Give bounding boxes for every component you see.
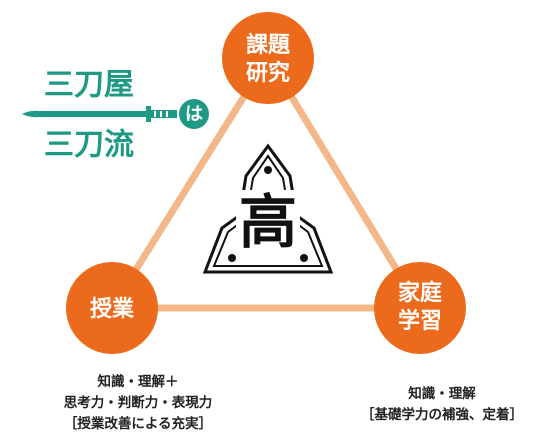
node-home-study: 家庭 学習	[374, 262, 466, 354]
caption-home-study-line1: 知識・理解	[408, 386, 476, 402]
caption-home-study: 知識・理解 ［基礎学力の補強、定着］	[332, 384, 537, 426]
caption-class: 知識・理解＋ 思考力・判断力・表現力 ［授業改善による充実］	[28, 372, 248, 435]
node-research-line2: 研究	[246, 60, 290, 86]
triangle-connector	[108, 54, 424, 312]
node-research: 課題 研究	[222, 12, 314, 104]
caption-class-line3: ［授業改善による充実］	[63, 416, 213, 432]
motto-banner: 三刀屋 三刀流 は	[22, 68, 209, 163]
node-class: 授業	[66, 262, 158, 354]
particle-label: は	[185, 104, 203, 125]
caption-class-line1: 知識・理解＋	[97, 374, 179, 390]
katana-icon	[22, 106, 177, 122]
banner-line1: 三刀屋	[44, 68, 134, 103]
school-emblem: 高	[202, 143, 334, 274]
emblem-glyph: 高	[239, 188, 297, 256]
particle-badge	[179, 99, 209, 129]
caption-class-line2: 思考力・判断力・表現力	[63, 395, 213, 411]
node-class-label: 授業	[90, 297, 135, 322]
node-research-line1: 課題	[246, 32, 291, 58]
node-home-study-line2: 学習	[398, 308, 442, 334]
caption-home-study-line2: ［基礎学力の補強、定着］	[361, 407, 523, 423]
node-home-study-line1: 家庭	[398, 280, 442, 306]
banner-line2: 三刀流	[44, 128, 134, 163]
